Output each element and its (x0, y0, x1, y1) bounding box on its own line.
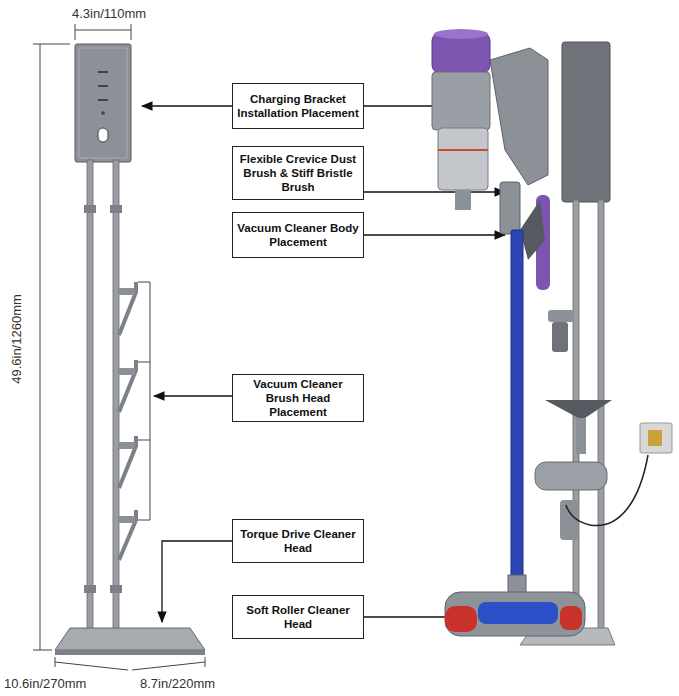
label-box: Vacuum Cleaner Body Placement (232, 212, 364, 258)
label-text: Vacuum Cleaner Body Placement (236, 221, 360, 249)
label-text: Flexible Crevice Dust Brush & Stiff Bris… (236, 152, 360, 194)
label-box: Vacuum Cleaner Brush Head Placement (232, 374, 364, 422)
label-text: Soft Roller Cleaner Head (236, 603, 360, 631)
left-stand (55, 44, 205, 655)
leader-arrows (142, 106, 505, 622)
dimension-label: 8.7in/220mm (140, 676, 215, 692)
dimension-label: 49.6in/1260mm (9, 284, 25, 394)
label-text: Charging Bracket Installation Placement (236, 92, 360, 120)
label-box: Flexible Crevice Dust Brush & Stiff Bris… (232, 146, 364, 200)
dimension-lines (33, 24, 205, 670)
dimension-label: 10.6in/270mm (4, 676, 86, 692)
label-box: Charging Bracket Installation Placement (232, 83, 364, 129)
label-box: Soft Roller Cleaner Head (232, 595, 364, 639)
label-text: Torque Drive Cleaner Head (236, 527, 360, 555)
label-text: Vacuum Cleaner Brush Head Placement (236, 377, 360, 419)
label-box: Torque Drive Cleaner Head (232, 519, 364, 563)
dimension-label: 4.3in/110mm (72, 6, 146, 22)
vacuum-illustration (432, 29, 672, 645)
